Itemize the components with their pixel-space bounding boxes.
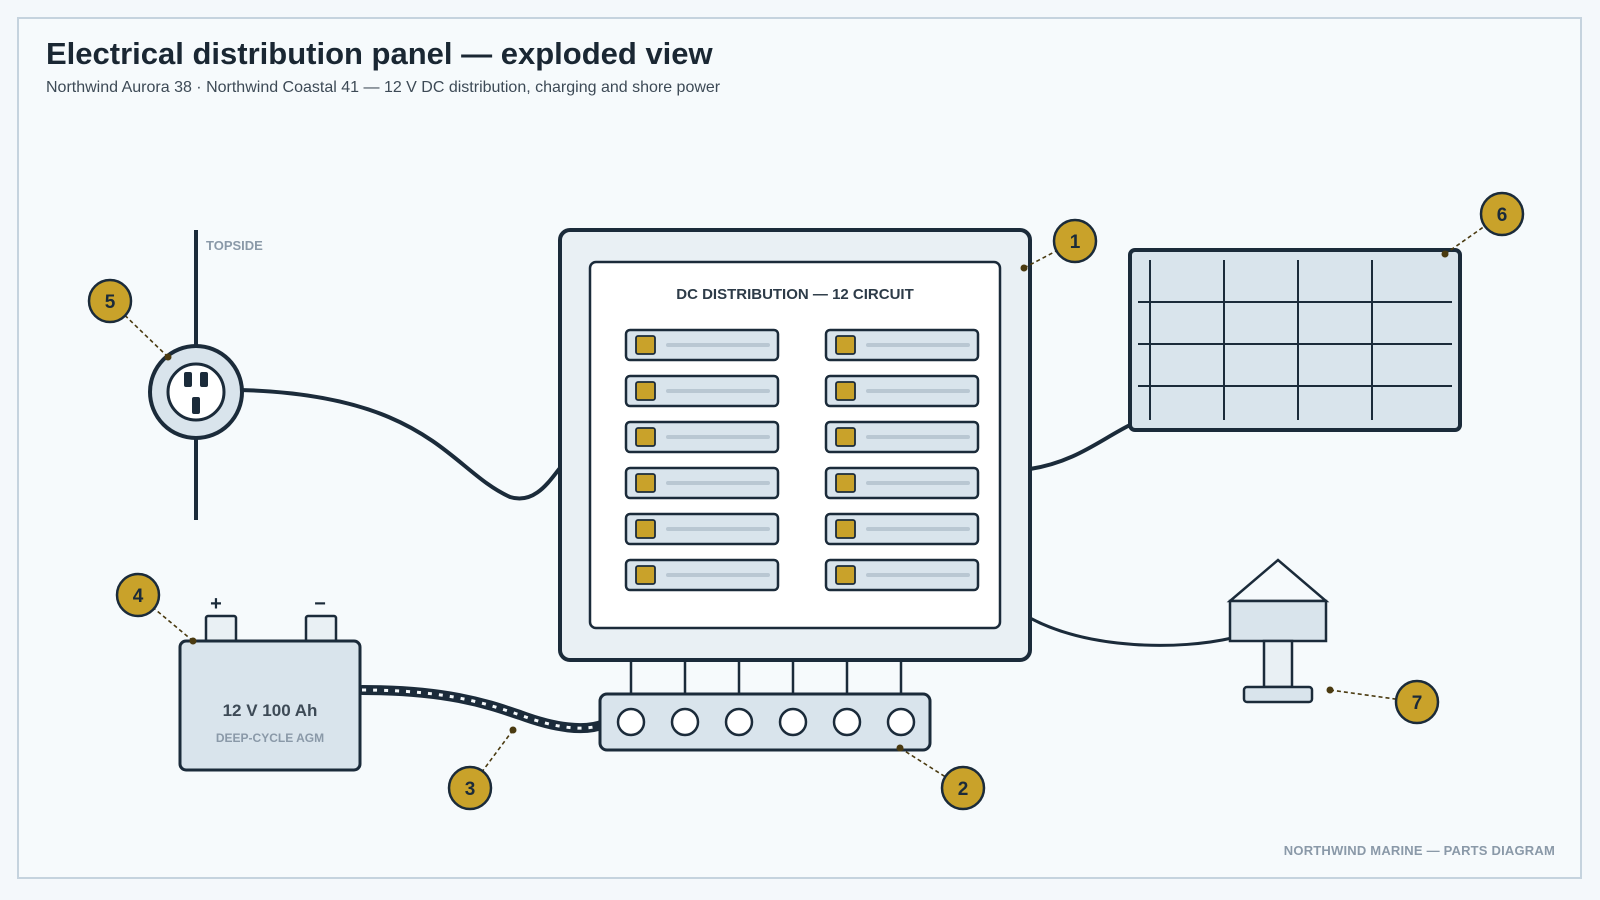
callout-number: 6: [1497, 205, 1508, 226]
circuit-breaker[interactable]: [624, 374, 780, 408]
circuit-breaker[interactable]: [624, 466, 780, 500]
breaker-switch[interactable]: [835, 427, 856, 447]
breaker-switch[interactable]: [835, 335, 856, 355]
breaker-switch[interactable]: [835, 519, 856, 539]
page-subtitle: Northwind Aurora 38 · Northwind Coastal …: [46, 79, 721, 96]
bus-bar-terminal: [724, 707, 754, 737]
callout-number: 1: [1070, 232, 1081, 253]
circuit-breaker[interactable]: [824, 420, 980, 454]
footer-credit: NORTHWIND MARINE — PARTS DIAGRAM: [1283, 843, 1555, 858]
callout-4[interactable]: 4: [115, 572, 197, 645]
circuit-breaker[interactable]: [624, 558, 780, 592]
breaker-switch[interactable]: [635, 381, 656, 401]
battery-type: DEEP-CYCLE AGM: [216, 731, 324, 745]
callout-5[interactable]: 5: [87, 278, 172, 361]
circuit-breaker[interactable]: [624, 420, 780, 454]
callout-markers: 1 2 3 4 5 6 7: [87, 191, 1525, 811]
panel-label: DC DISTRIBUTION — 12 CIRCUIT: [676, 286, 914, 303]
shore-power-cable: [239, 388, 562, 501]
solar-cable: [1029, 423, 1131, 471]
battery: [178, 614, 362, 772]
circuit-breaker[interactable]: [824, 512, 980, 546]
circuit-breaker[interactable]: [824, 466, 980, 500]
circuit-breakers: [624, 328, 980, 592]
breaker-switch[interactable]: [835, 381, 856, 401]
callout-number: 4: [133, 586, 144, 607]
callout-number: 2: [958, 779, 969, 800]
page-title: Electrical distribution panel — exploded…: [46, 36, 713, 71]
callout-1[interactable]: 1: [1020, 218, 1098, 272]
breaker-switch[interactable]: [835, 473, 856, 493]
breaker-switch[interactable]: [635, 519, 656, 539]
callout-2[interactable]: 2: [896, 744, 986, 811]
circuit-breaker[interactable]: [624, 328, 780, 362]
circuit-breaker[interactable]: [624, 512, 780, 546]
callout-number: 3: [465, 779, 476, 800]
shore-power-inlet: [148, 230, 244, 520]
bus-bar-terminal: [670, 707, 700, 737]
antenna-mount: [1226, 558, 1330, 704]
bus-bar-terminal: [832, 707, 862, 737]
antenna-cable: [1029, 616, 1233, 647]
callout-number: 7: [1412, 693, 1423, 714]
bus-bar-terminal: [886, 707, 916, 737]
circuit-breaker[interactable]: [824, 328, 980, 362]
solar-panel: [1128, 248, 1462, 432]
bus-bar-terminal: [778, 707, 808, 737]
breaker-switch[interactable]: [635, 565, 656, 585]
battery-rating: 12 V 100 Ah: [223, 701, 318, 720]
circuit-breaker[interactable]: [824, 374, 980, 408]
breaker-switch[interactable]: [835, 565, 856, 585]
callout-number: 5: [105, 292, 116, 313]
callout-6[interactable]: 6: [1441, 191, 1525, 258]
callout-3[interactable]: 3: [447, 726, 517, 811]
battery-cable: [357, 685, 609, 734]
breaker-switch[interactable]: [635, 427, 656, 447]
battery-positive-label: +: [210, 593, 222, 615]
breaker-switch[interactable]: [635, 473, 656, 493]
battery-negative-label: −: [314, 593, 326, 615]
topside-label: TOPSIDE: [206, 238, 263, 253]
callout-7[interactable]: 7: [1326, 679, 1440, 725]
bus-bar: [598, 660, 932, 752]
circuit-breaker[interactable]: [824, 558, 980, 592]
breaker-switch[interactable]: [635, 335, 656, 355]
bus-bar-terminal: [616, 707, 646, 737]
